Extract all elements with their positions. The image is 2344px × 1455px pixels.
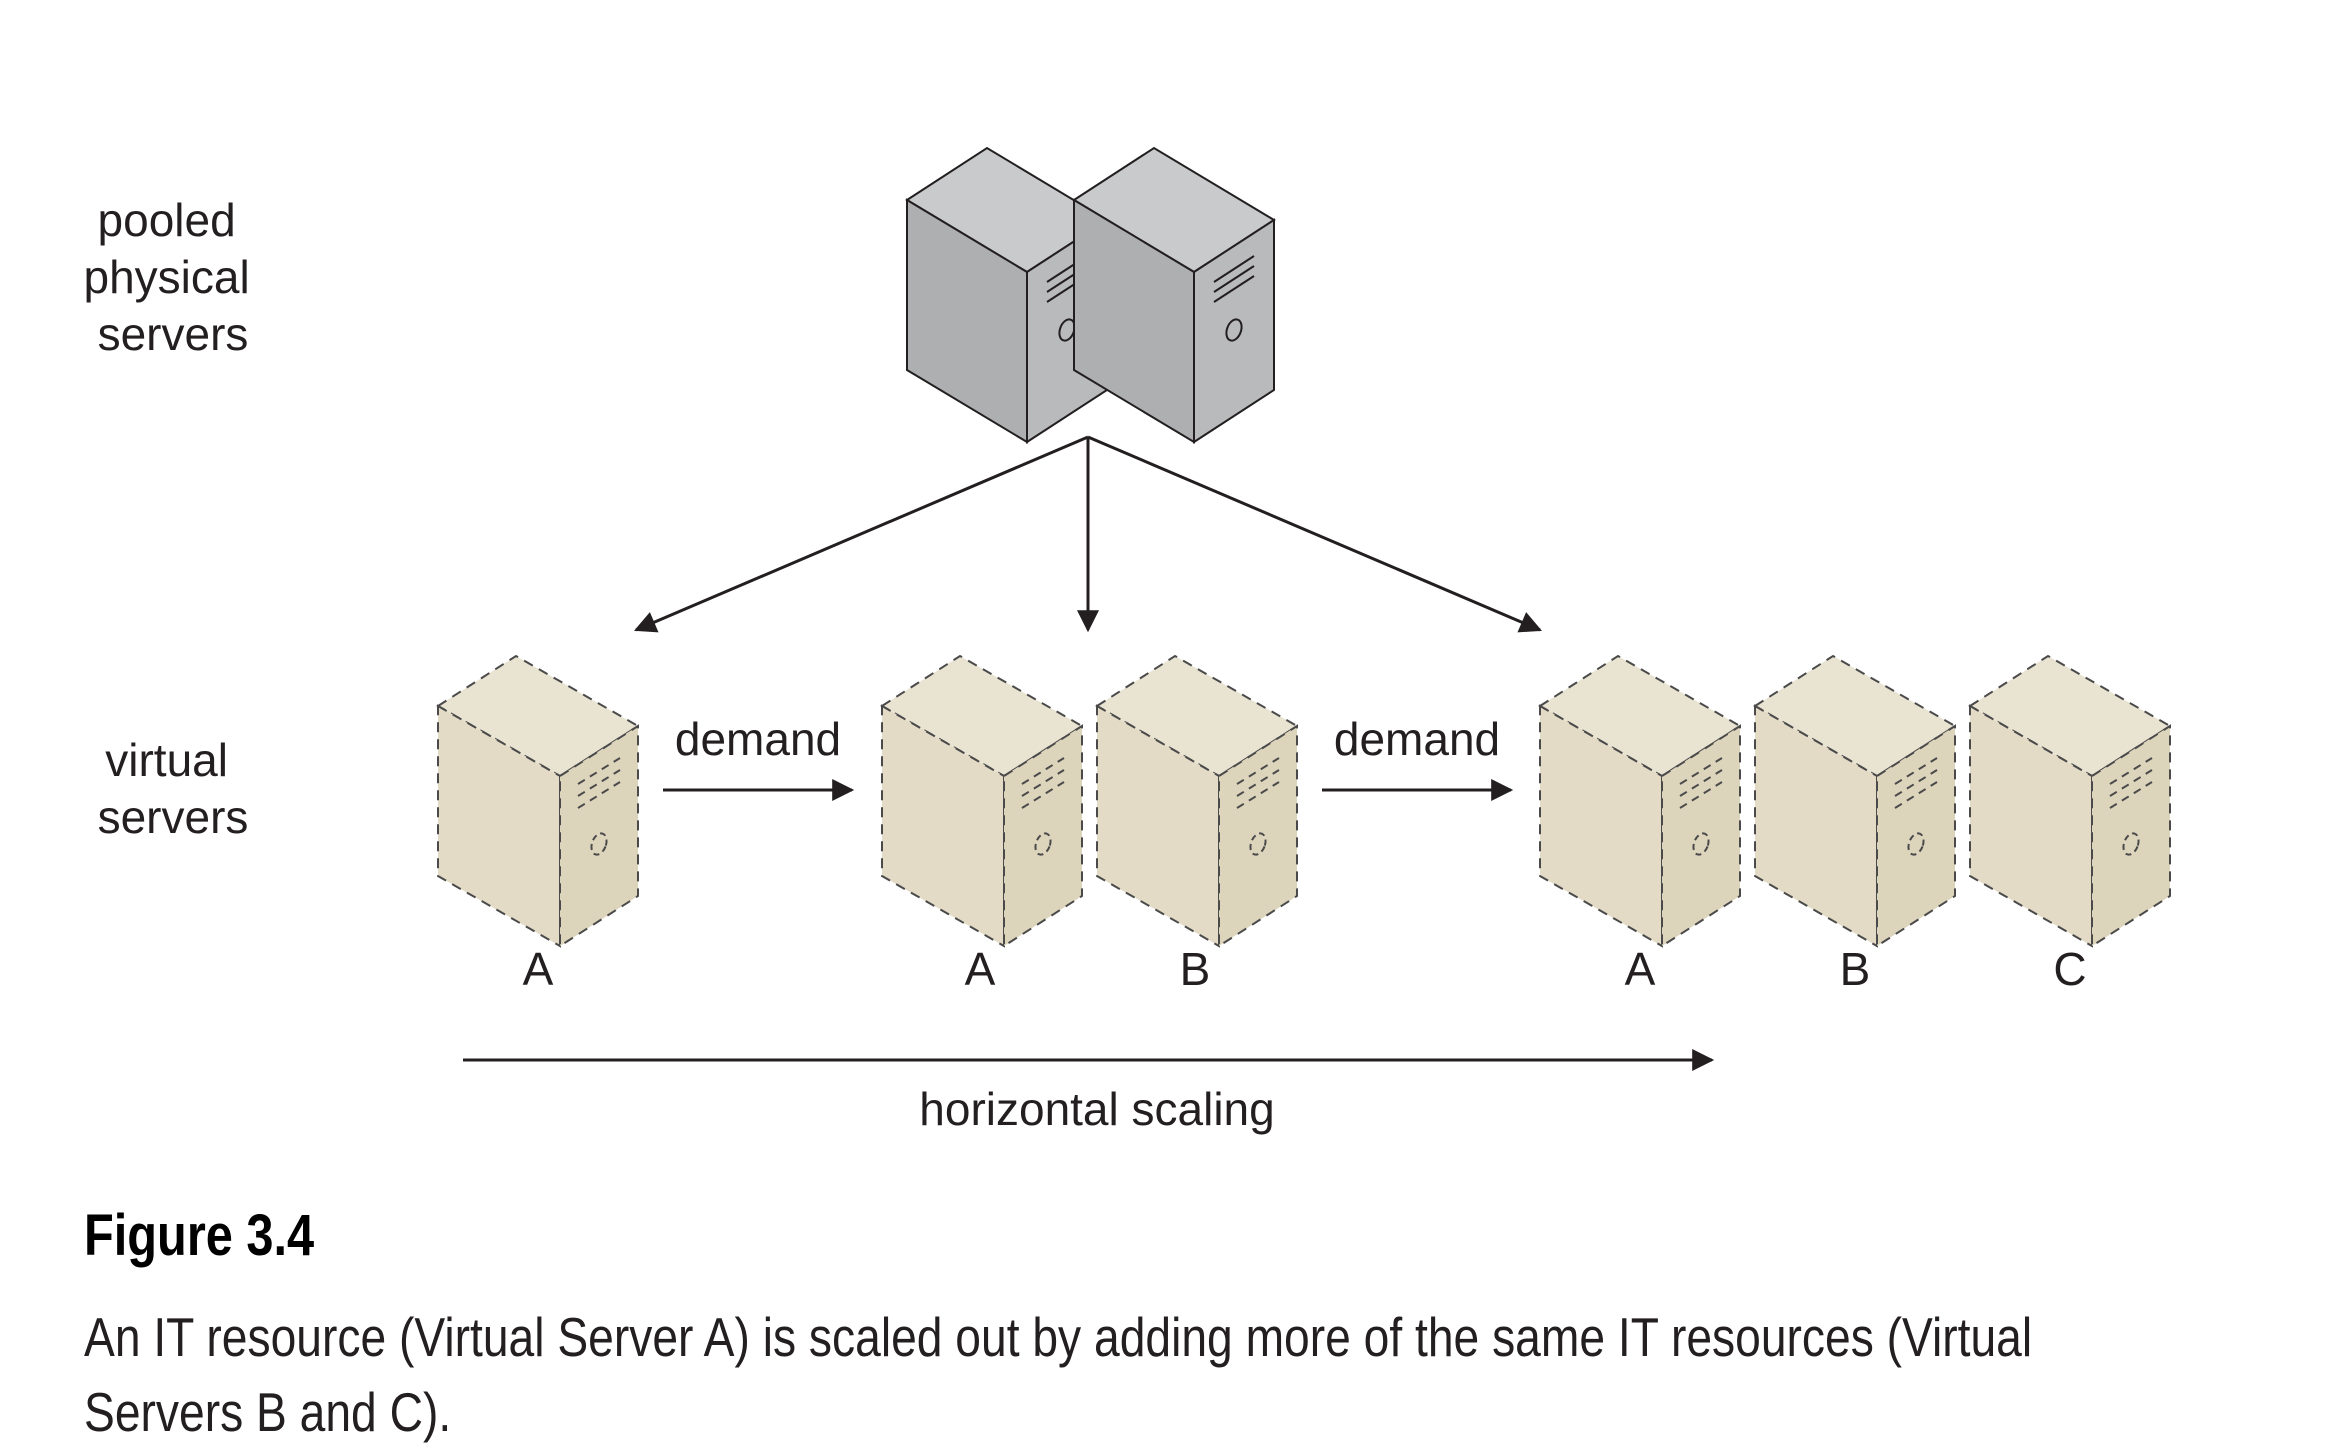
server-labels: A A B A B C (523, 943, 2087, 995)
server-label: B (1180, 943, 1211, 995)
row-label-physical-line-3: servers (98, 308, 249, 360)
virtual-server-icon (1096, 655, 1298, 947)
demand-arrow-2: demand (1322, 713, 1514, 801)
server-label: A (523, 943, 554, 995)
figure-number: Figure 3.4 (84, 1203, 315, 1268)
server-label: A (965, 943, 996, 995)
arrow-to-stage-3 (1087, 435, 1543, 633)
physical-server-group (906, 147, 1275, 443)
virtual-server-icon (1754, 655, 1956, 947)
server-label: A (1625, 943, 1656, 995)
figure-caption: An IT resource (Virtual Server A) is sca… (84, 1306, 2033, 1443)
physical-server-icon (1073, 147, 1275, 443)
demand-label: demand (1334, 713, 1500, 765)
server-label: B (1840, 943, 1871, 995)
row-label-virtual-line-1: virtual (105, 734, 228, 786)
row-label-physical-line-1: pooled (98, 194, 236, 246)
server-label: C (2053, 943, 2086, 995)
virtual-server-group (437, 655, 2171, 947)
virtual-server-icon (881, 655, 1083, 947)
row-label-virtual-line-2: servers (98, 791, 249, 843)
pool-distribution-arrows (633, 435, 1543, 633)
demand-arrow-1: demand (663, 713, 855, 801)
scaling-axis-label: horizontal scaling (919, 1083, 1274, 1135)
demand-label: demand (675, 713, 841, 765)
virtual-server-icon (437, 655, 639, 947)
virtual-server-icon (1969, 655, 2171, 947)
horizontal-scaling-axis: horizontal scaling (463, 1049, 1715, 1135)
row-label-physical: pooled physical servers (84, 194, 263, 360)
row-label-virtual: virtual servers (98, 734, 249, 843)
row-label-physical-line-2: physical (84, 251, 250, 303)
virtual-server-icon (1539, 655, 1741, 947)
arrow-to-stage-1 (633, 435, 1089, 633)
